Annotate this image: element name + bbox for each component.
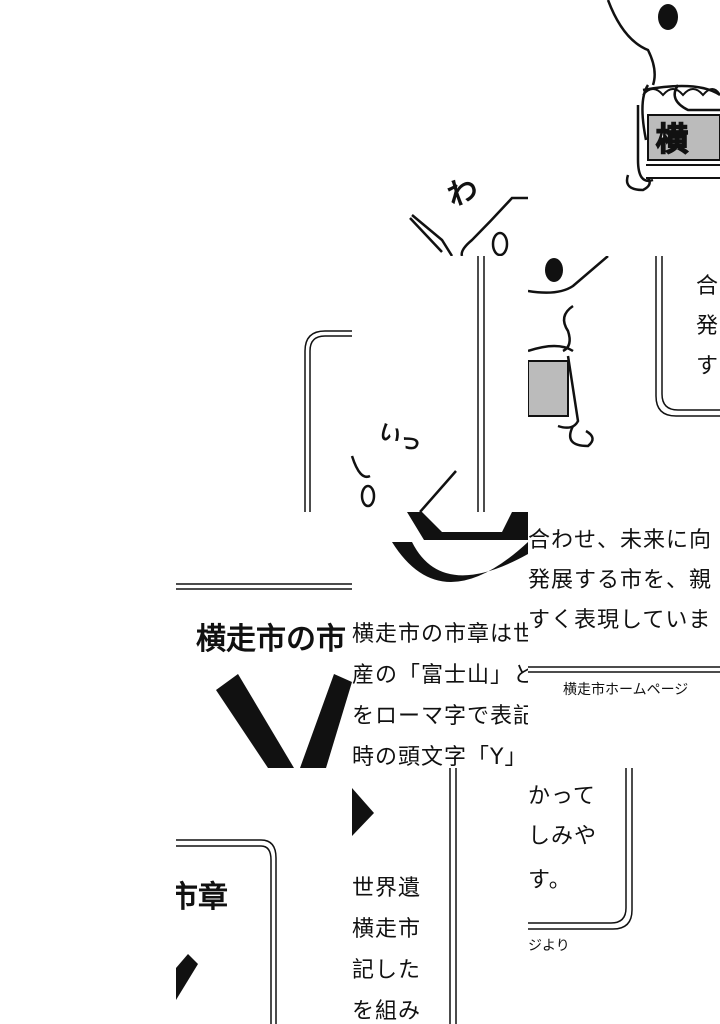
mascot-tile-top: 横 xyxy=(528,0,720,256)
sumo-mascot-illustration: 横 xyxy=(606,0,720,192)
speech-tile-wa: わ xyxy=(352,170,528,256)
text-fragment: 発 xyxy=(696,314,720,339)
text-line: しみや xyxy=(528,824,598,849)
frame-border xyxy=(528,768,633,930)
mascot-tile-middle: 合 発 す xyxy=(528,256,720,512)
description-tile-bottom-right: かって しみや す。 ジより xyxy=(528,768,720,1024)
text-line: 産の「富士山」と xyxy=(352,663,528,688)
city-emblem-y xyxy=(216,674,352,768)
source-text-tail: ジより xyxy=(528,938,570,954)
text-line: を組み xyxy=(352,999,422,1024)
mawashi-char: 横 xyxy=(656,120,688,158)
description-tile: 横走市の市章は世 産の「富士山」と をローマ字で表記 時の頭文字「Y」 xyxy=(352,512,528,768)
frame-tile: いっ xyxy=(300,256,528,512)
text-line: 世界遺 xyxy=(352,876,422,901)
frame-border xyxy=(176,839,277,1024)
heading-tile-bottom: 市章 xyxy=(176,768,352,1024)
text-line: かって xyxy=(528,784,596,809)
text-line: 記した xyxy=(352,958,422,983)
text-line: をローマ字で表記 xyxy=(352,704,528,729)
text-line: す。 xyxy=(528,868,572,893)
source-text: 横走市ホームページ xyxy=(563,682,689,698)
text-fragment: す xyxy=(696,354,720,379)
text-line: 横走市の市章は世 xyxy=(352,622,528,647)
mascot-arm-illustration xyxy=(409,196,528,256)
city-emblem-fragment xyxy=(176,954,198,1000)
heading-text: 市章 xyxy=(176,880,228,915)
text-line: すく表現していま xyxy=(528,608,712,633)
text-line: 時の頭文字「Y」 xyxy=(352,745,528,769)
divider-line xyxy=(176,583,352,768)
text-fragment: 合 xyxy=(696,274,720,299)
text-line: 横走市 xyxy=(352,917,422,942)
city-emblem-mountain xyxy=(392,512,528,582)
emblem-and-frame xyxy=(352,768,457,1024)
description-tile-right: 合わせ、未来に向 発展する市を、親 すく表現していま 横走市ホームページ xyxy=(528,512,720,768)
text-line: 発展する市を、親 xyxy=(528,568,713,593)
frame-border xyxy=(304,256,485,512)
text-line: 合わせ、未来に向 xyxy=(528,528,713,553)
divider-line xyxy=(528,666,720,673)
sumo-mascot-illustration-2 xyxy=(528,256,720,448)
description-tile-bottom: 世界遺 横走市 記した を組み xyxy=(352,768,528,1024)
heading-tile: 横走市の市 xyxy=(176,512,352,768)
heading-text: 横走市の市 xyxy=(196,622,346,657)
